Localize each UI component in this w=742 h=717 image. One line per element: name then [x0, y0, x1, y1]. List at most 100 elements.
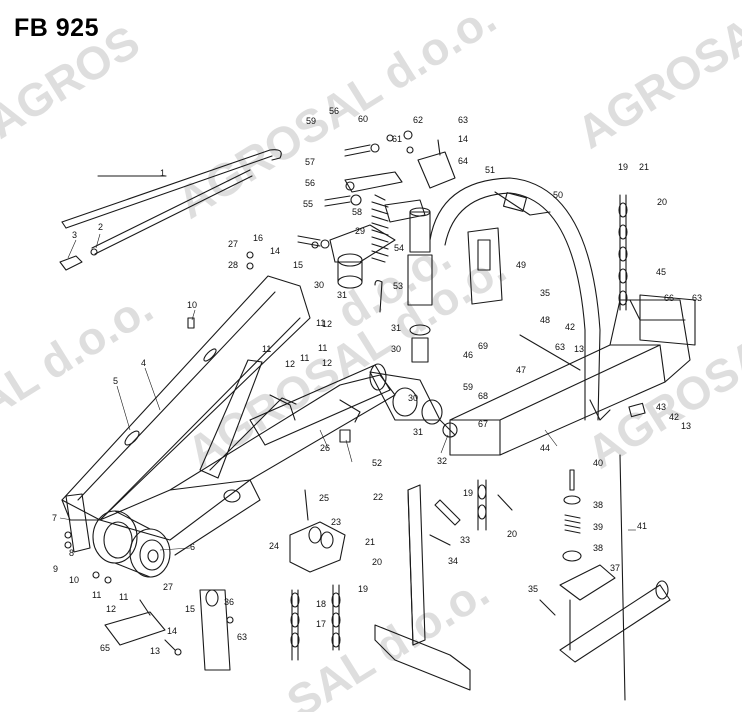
part-number-label: 66	[664, 293, 674, 303]
part-number-label: 30	[314, 280, 324, 290]
part-number-label: 4	[141, 358, 146, 368]
part-plate-58	[384, 199, 426, 223]
part-chain-45	[618, 194, 628, 311]
watermark-text: AL d.o.o.	[0, 281, 161, 429]
part-number-label: 19	[463, 488, 473, 498]
part-number-label: 36	[224, 597, 234, 607]
leader-lines	[59, 233, 636, 551]
part-number-label: 8	[69, 548, 74, 558]
part-number-label: 51	[485, 165, 495, 175]
part-frame-44	[449, 299, 691, 456]
part-number-label: 59	[306, 116, 316, 126]
part-number-label: 14	[458, 134, 468, 144]
part-cylinder-31	[369, 371, 458, 438]
part-number-label: 67	[478, 419, 488, 429]
part-number-label: 21	[639, 162, 649, 172]
part-number-label: 69	[478, 341, 488, 351]
part-number-label: 14	[270, 246, 280, 256]
part-number-label: 27	[163, 582, 173, 592]
part-number-label: 42	[565, 322, 575, 332]
part-bracket-57	[344, 171, 403, 193]
page-title: FB 925	[14, 14, 99, 42]
part-number-label: 19	[618, 162, 628, 172]
part-number-label: 10	[69, 575, 79, 585]
part-number-label: 12	[322, 319, 332, 329]
part-number-label: 27	[228, 239, 238, 249]
part-number-label: 32	[437, 456, 447, 466]
part-number-label: 60	[358, 114, 368, 124]
part-bracket-29	[329, 224, 396, 263]
watermark-text: AGROSAL	[578, 313, 742, 479]
part-pin-35	[539, 599, 556, 616]
part-number-label: 11	[316, 318, 325, 328]
part-number-label: 56	[305, 178, 315, 188]
part-number-label: 6	[190, 542, 195, 552]
part-pulley-6	[92, 510, 171, 578]
part-number-label: 30	[408, 393, 418, 403]
part-number-label: 46	[463, 350, 473, 360]
part-number-label: 9	[53, 564, 58, 574]
part-spring-53	[371, 194, 389, 313]
part-stand-22	[374, 484, 471, 691]
watermark-text: SAL d.o.o.	[278, 564, 498, 712]
part-number-label: 3	[72, 230, 77, 240]
part-number-label: 13	[574, 344, 584, 354]
part-bolt-16	[297, 235, 330, 249]
part-number-label: 29	[355, 226, 365, 236]
part-pivot-tube-54	[407, 207, 433, 363]
part-number-label: 12	[106, 604, 116, 614]
part-number-label: 45	[656, 267, 666, 277]
part-number-label: 1	[160, 168, 165, 178]
part-nut-27	[246, 251, 254, 259]
part-number-label: 31	[337, 290, 347, 300]
part-chain-17	[331, 584, 341, 651]
part-number-label: 11	[119, 592, 128, 602]
part-number-label: 20	[372, 557, 382, 567]
part-number-label: 20	[507, 529, 517, 539]
part-bolt-59	[344, 130, 441, 157]
part-number-label: 31	[413, 427, 423, 437]
part-number-label: 34	[448, 556, 458, 566]
part-number-label: 35	[540, 288, 550, 298]
part-number-label: 14	[167, 626, 177, 636]
part-clip-19	[477, 479, 513, 531]
part-number-label: 15	[185, 604, 195, 614]
part-number-label: 30	[391, 344, 401, 354]
part-number-label: 44	[540, 443, 550, 453]
part-bracket-65	[104, 611, 166, 646]
part-number-label: 11	[262, 344, 271, 354]
part-number-label: 35	[528, 584, 538, 594]
part-number-label: 54	[394, 243, 404, 253]
part-number-label: 61	[392, 134, 402, 144]
part-number-label: 19	[358, 584, 368, 594]
part-slider-49	[467, 227, 503, 305]
part-number-label: 20	[657, 197, 667, 207]
part-number-label: 58	[352, 207, 362, 217]
part-number-label: 38	[593, 500, 603, 510]
part-number-label: 52	[372, 458, 382, 468]
part-number-label: 21	[365, 537, 375, 547]
part-number-label: 11	[92, 590, 101, 600]
part-number-label: 12	[285, 359, 295, 369]
part-number-label: 37	[610, 563, 620, 573]
part-number-label: 11	[300, 353, 309, 363]
part-number-label: 64	[458, 156, 468, 166]
part-number-label: 57	[305, 157, 315, 167]
part-number-label: 38	[593, 543, 603, 553]
part-bushing-30	[337, 253, 363, 289]
part-plate-66	[639, 294, 696, 346]
part-number-label: 23	[331, 517, 341, 527]
part-number-label: 56	[329, 106, 339, 116]
part-number-label: 63	[555, 342, 565, 352]
part-number-label: 63	[237, 632, 247, 642]
part-brace	[199, 359, 263, 479]
part-number-label: 18	[316, 599, 326, 609]
part-linkage-41	[559, 454, 671, 701]
part-main-arm-4	[61, 275, 311, 521]
part-rod-1	[61, 149, 282, 255]
part-number-label: 17	[316, 619, 326, 629]
part-number-label: 68	[478, 391, 488, 401]
part-number-label: 26	[320, 443, 330, 453]
